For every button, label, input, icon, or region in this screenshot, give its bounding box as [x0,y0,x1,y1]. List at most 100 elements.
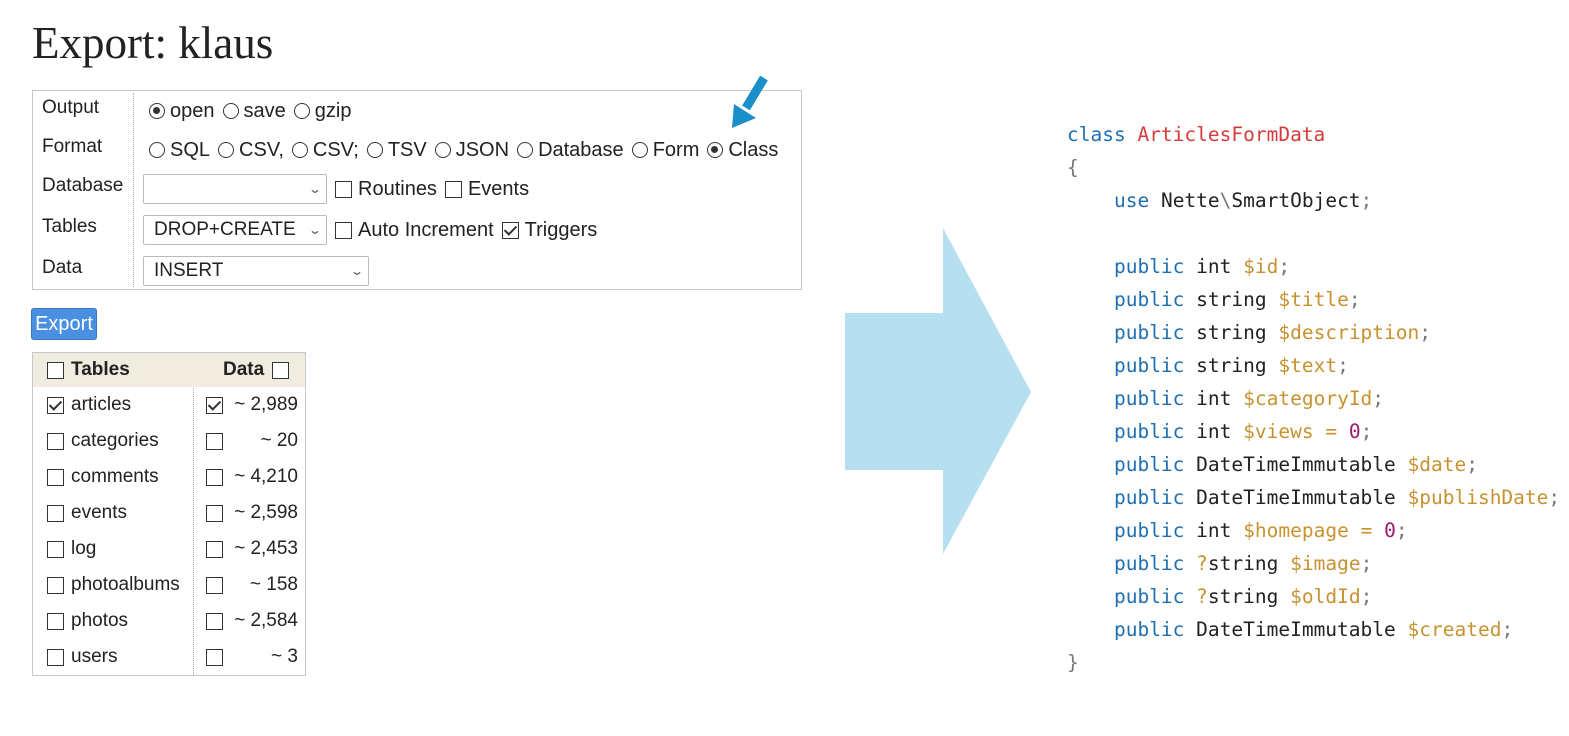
page-title: Export: klaus [32,18,274,68]
tables-header-cell: Tables [47,353,130,387]
table-checkbox[interactable] [47,648,64,666]
arrow-down-left-icon [732,75,768,128]
format-radio-class[interactable] [707,142,724,158]
table-checkbox[interactable] [47,396,64,414]
code-semicolon: ; [1337,354,1349,377]
database-select[interactable]: ⌄ [143,174,327,204]
format-radio-json[interactable] [434,142,451,158]
code-semicolon: ; [1548,486,1561,509]
row-count: ~ 4,210 [234,466,298,487]
output-radio-gzip[interactable] [293,103,310,119]
export-button[interactable]: Export [31,308,97,340]
table-checkbox[interactable] [47,540,64,558]
data-checkbox[interactable] [206,576,223,594]
events-label: Events [467,177,530,200]
code-semicolon: ; [1395,519,1408,542]
format-radio-label: JSON [455,138,510,161]
data-checkbox[interactable] [206,612,223,630]
data-checkbox[interactable] [206,648,223,666]
code-modifier: public [1113,255,1185,278]
row-count: ~ 3 [271,646,298,667]
output-radio-save[interactable] [222,103,239,119]
row-count: ~ 2,584 [234,610,298,631]
table-name-cell: photoalbums [47,567,180,603]
row-count: ~ 2,598 [234,502,298,523]
code-modifier: public [1113,321,1185,344]
code-use-path-a: Nette [1160,189,1220,212]
code-open-brace: { [1067,156,1079,179]
table-name-cell: categories [47,423,159,459]
chevron-down-icon: ⌄ [307,223,323,237]
format-radio-csv[interactable] [218,142,235,158]
code-modifier: public [1113,420,1185,443]
table-row: photoalbums~ 158 [33,567,305,603]
table-checkbox[interactable] [47,612,64,630]
format-radio-csv[interactable] [291,142,308,158]
table-name: events [71,502,127,523]
select-all-tables-checkbox[interactable] [47,361,64,379]
code-properties: public int $id; public string $title; pu… [1067,255,1560,641]
format-radio-tsv[interactable] [366,142,383,158]
code-modifier: public [1113,453,1185,476]
code-modifier: public [1113,354,1185,377]
table-data-cell: ~ 3 [206,639,298,675]
code-modifier: public [1113,387,1185,410]
output-radio-open[interactable] [149,103,165,119]
table-checkbox[interactable] [47,504,64,522]
data-select[interactable]: INSERT ⌄ [143,256,369,286]
table-row: comments~ 4,210 [33,459,305,495]
data-checkbox[interactable] [206,468,223,486]
code-semicolon: ; [1419,321,1432,344]
format-label: Format [42,136,103,157]
table-row: events ~ 2,598 [33,495,305,531]
code-property-name: $title [1278,288,1349,311]
database-row: Database ⌄ Routines Events [33,169,801,209]
table-name-cell: users [47,639,117,675]
data-checkbox[interactable] [206,504,223,522]
routines-checkbox[interactable] [335,180,352,198]
auto-increment-checkbox[interactable] [335,221,352,239]
triggers-checkbox[interactable] [501,221,519,239]
code-type: int [1196,255,1232,278]
table-checkbox[interactable] [47,432,64,450]
code-semicolon: ; [1278,255,1291,278]
code-modifier: public [1113,618,1185,641]
code-property-name: $categoryId [1243,387,1373,410]
code-default-value: 0 [1384,519,1396,542]
format-radio-form[interactable] [631,142,648,158]
table-checkbox[interactable] [47,576,64,594]
tables-header-label: Tables [71,359,130,380]
format-radio-label: Class [728,138,779,161]
row-count: ~ 2,453 [234,538,298,559]
column-separator [193,353,194,675]
table-data-cell: ~ 2,453 [206,531,298,567]
code-class-name: ArticlesFormData [1137,123,1326,146]
format-radio-sql[interactable] [149,142,165,158]
database-controls: ⌄ Routines Events [143,169,529,209]
code-property-name: $description [1278,321,1420,344]
code-nullable-mark: ? [1196,552,1208,575]
code-property-name: $homepage [1243,519,1349,542]
database-label: Database [42,175,124,196]
tables-select[interactable]: DROP+CREATE ⌄ [143,215,327,245]
data-checkbox[interactable] [206,540,223,558]
code-modifier: public [1113,288,1185,311]
code-type: int [1196,420,1232,443]
data-checkbox[interactable] [206,396,223,414]
code-type: DateTimeImmutable [1196,453,1396,476]
events-checkbox[interactable] [444,180,462,198]
code-semicolon: ; [1360,585,1373,608]
table-checkbox[interactable] [47,468,64,486]
label-separator [133,93,134,287]
code-modifier: public [1113,519,1185,542]
code-type: string [1196,321,1267,344]
format-radio-label: Database [538,138,624,161]
data-checkbox[interactable] [206,432,223,450]
format-radio-database[interactable] [517,142,534,158]
table-name: categories [71,430,159,451]
code-type: DateTimeImmutable [1196,486,1396,509]
select-all-data-checkbox[interactable] [272,361,290,379]
